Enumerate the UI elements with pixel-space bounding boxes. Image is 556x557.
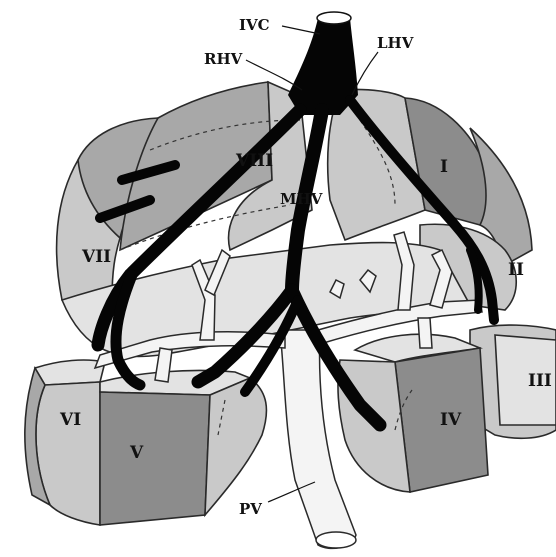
label-segment-iii: III <box>528 371 552 391</box>
segment-v-side <box>205 378 266 515</box>
label-segment-iv: IV <box>440 410 462 430</box>
ivc-opening <box>317 12 351 24</box>
label-segment-ii: II <box>508 260 524 280</box>
label-rhv: RHV <box>204 50 243 68</box>
label-segment-v: V <box>129 443 144 463</box>
segment-vi-top <box>35 360 105 385</box>
label-ivc: IVC <box>239 16 270 34</box>
label-lhv: LHV <box>377 34 414 52</box>
leader-ivc <box>282 26 320 34</box>
segment-vi-front <box>36 382 100 525</box>
portal-vein-opening <box>316 532 356 548</box>
label-segment-i: I <box>440 157 448 177</box>
label-segment-viii: VIII <box>235 151 273 171</box>
label-mhv: MHV <box>280 190 323 208</box>
label-segment-vii: VII <box>81 247 111 267</box>
label-segment-vi: VI <box>59 410 81 430</box>
label-pv: PV <box>239 500 262 518</box>
segment-v-front <box>100 392 210 525</box>
portal-branch-iv <box>418 318 432 348</box>
